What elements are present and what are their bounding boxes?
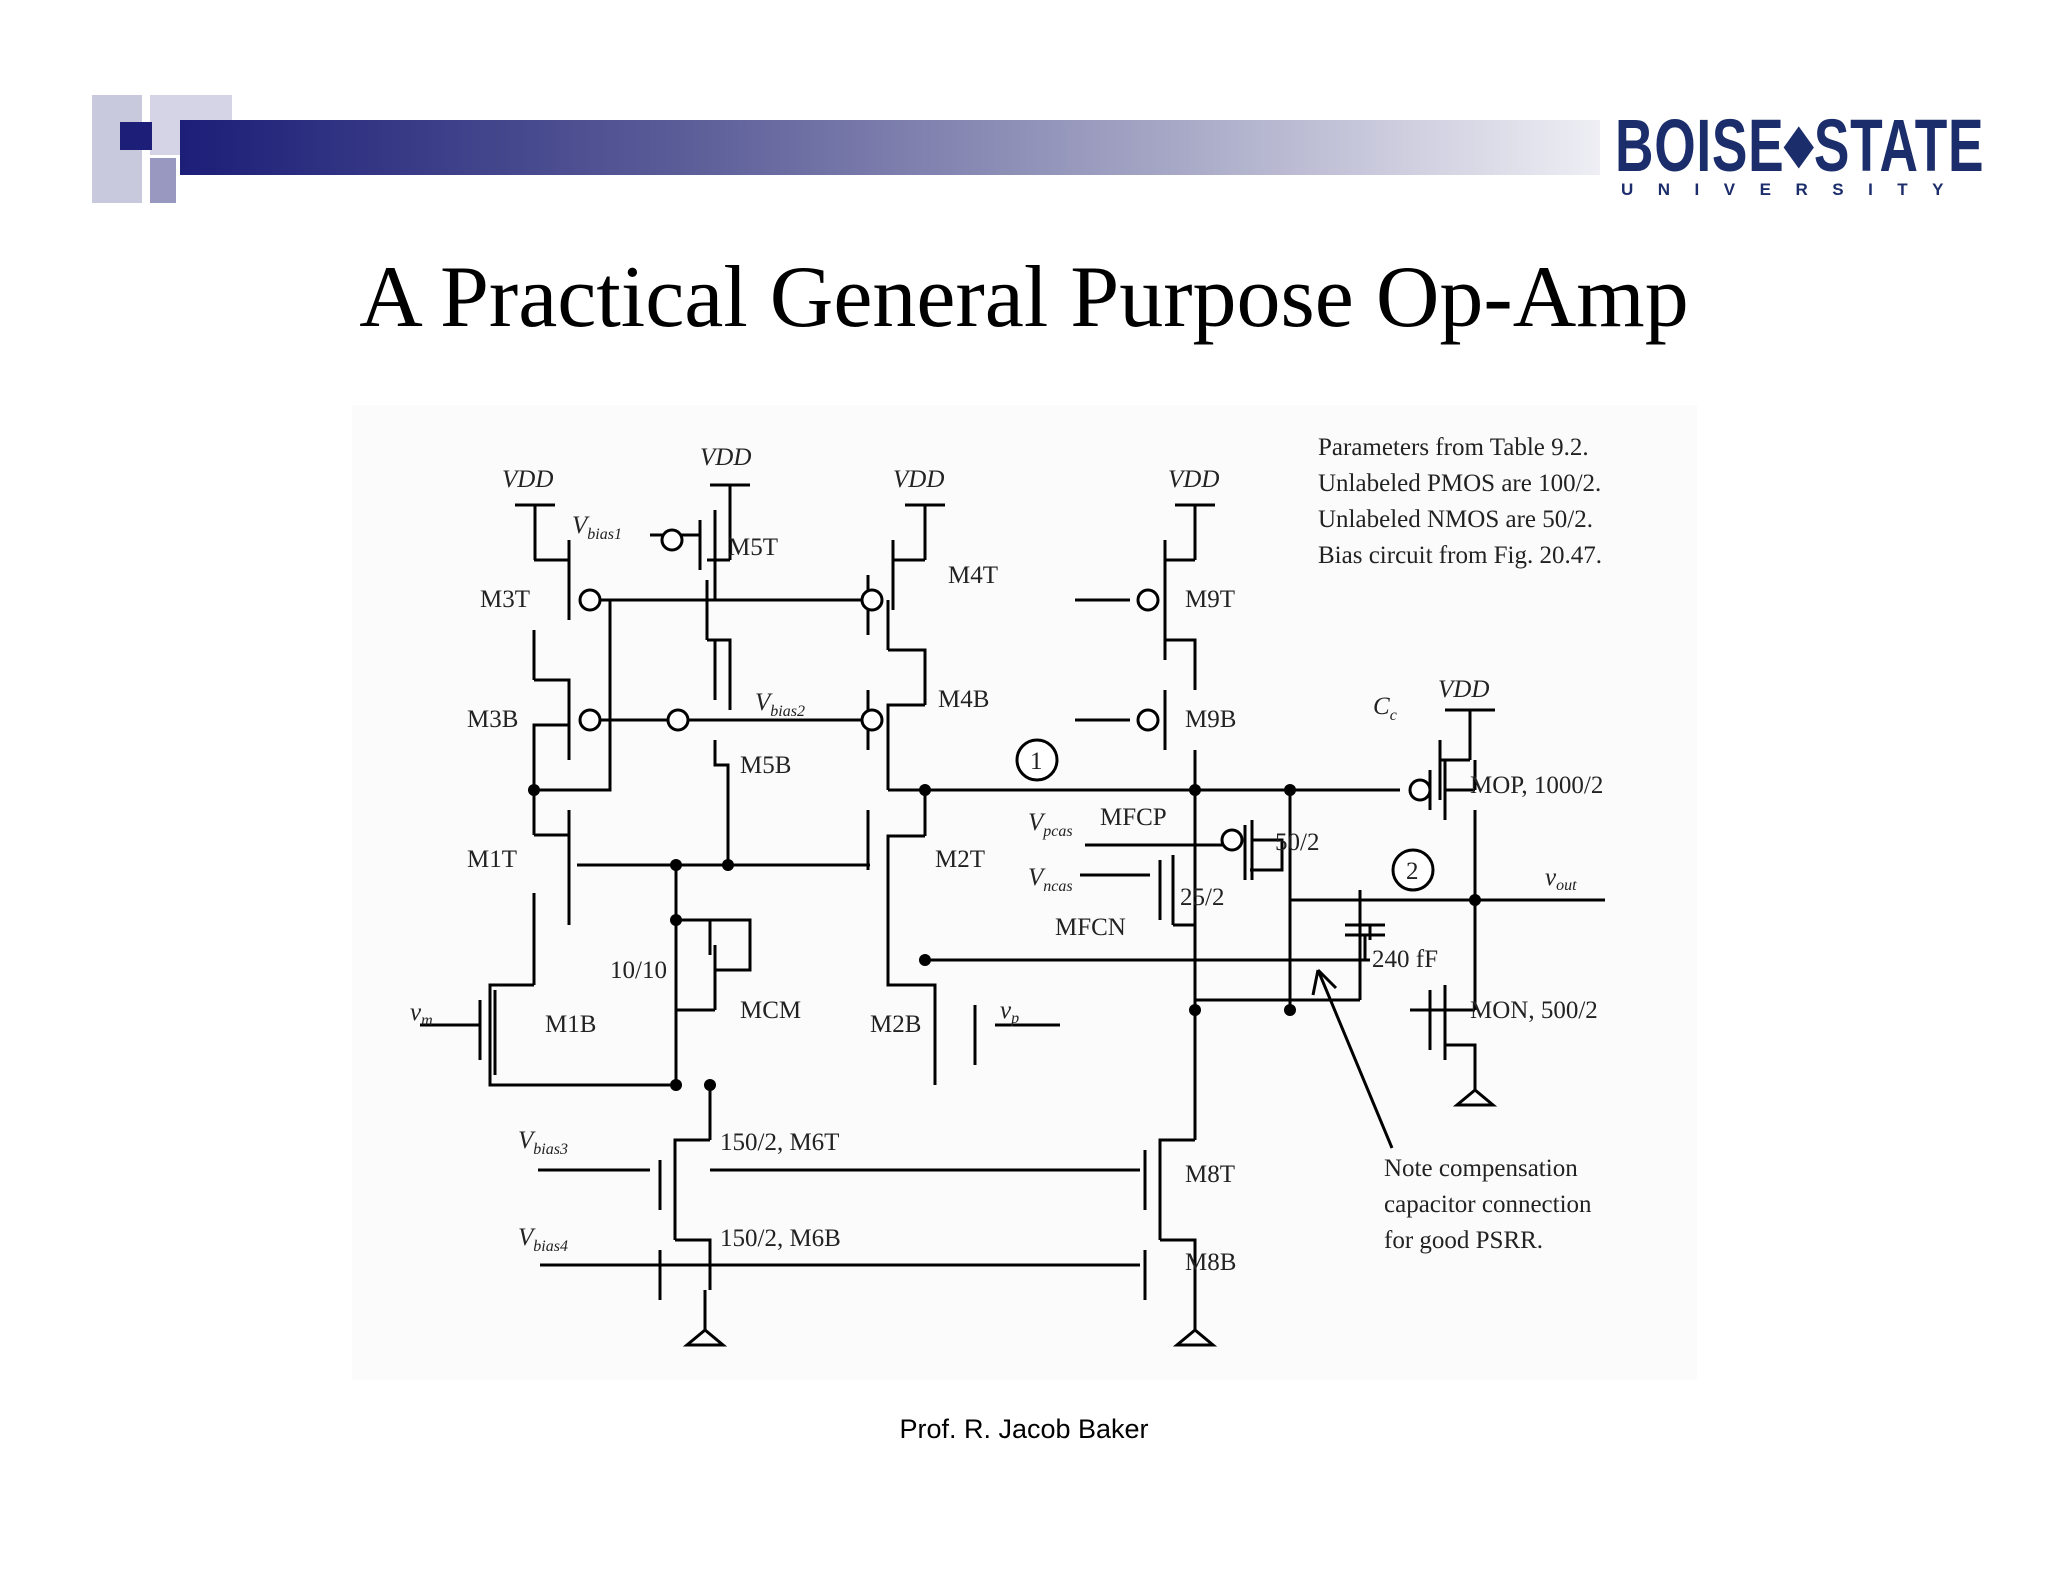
m3b-label: M3B — [467, 706, 518, 733]
vm-input-label: vm — [410, 999, 433, 1029]
cc-label: Cc — [1373, 693, 1397, 724]
logo-diamond-icon: ◆ — [1784, 115, 1814, 173]
vdd-label-1: VDD — [502, 466, 553, 493]
m2b-label: M2B — [870, 1011, 921, 1038]
logo-name: BOISE — [1615, 104, 1785, 187]
node-2-circle — [1391, 848, 1435, 892]
op-amp-schematic: VDD VDD VDD VDD VDD M5T M3T M3B M1T M1B … — [352, 405, 1697, 1380]
vbias1-label: Vbias1 — [572, 512, 622, 543]
m9b-label: M9B — [1185, 706, 1236, 733]
note-line-4: Bias circuit from Fig. 20.47. — [1318, 542, 1602, 569]
annotation-line-1: Note compensation — [1384, 1155, 1578, 1182]
m6b-label: 150/2, M6B — [720, 1225, 841, 1252]
vdd-label-5: VDD — [1438, 676, 1489, 703]
mfcn-label: MFCN — [1055, 914, 1126, 941]
logo-name-2: STATE — [1813, 104, 1985, 187]
bubble-m3b — [578, 708, 602, 732]
m8t-label: M8T — [1185, 1161, 1235, 1188]
m8b-label: M8B — [1185, 1249, 1236, 1276]
vdd-label-3: VDD — [893, 466, 944, 493]
header-square-3 — [150, 158, 176, 203]
bubble-m4t — [860, 588, 884, 612]
vp-input-label: vp — [1000, 997, 1019, 1027]
university-logo: BOISE◆STATE UNIVERSITY — [1615, 104, 1984, 200]
m2t-label: M2T — [935, 846, 985, 873]
annotation-line-3: for good PSRR. — [1384, 1227, 1543, 1254]
m5t-label: M5T — [728, 534, 778, 561]
bubble-m4b — [860, 708, 884, 732]
node-1-circle — [1015, 738, 1059, 782]
m9t-label: M9T — [1185, 586, 1235, 613]
vbias4-label: Vbias4 — [518, 1224, 568, 1255]
bubble-m3t — [578, 588, 602, 612]
schematic-wires — [420, 483, 1605, 1347]
mfcp-size-label: 50/2 — [1275, 829, 1319, 856]
mop-label: MOP, 1000/2 — [1470, 772, 1603, 799]
annotation-line-2: capacitor connection — [1384, 1191, 1592, 1218]
vncas-label: Vncas — [1028, 864, 1073, 895]
cap-value-label: 240 fF — [1372, 946, 1438, 973]
bubble-m5t — [660, 528, 684, 552]
bubble-mop — [1408, 778, 1432, 802]
schematic-labels: VDD VDD VDD VDD VDD M5T M3T M3B M1T M1B … — [410, 434, 1603, 1276]
mfcp-label: MFCP — [1100, 804, 1167, 831]
vout-label: vout — [1545, 864, 1577, 894]
node-2-label: 2 — [1406, 858, 1419, 885]
vpcas-label: Vpcas — [1028, 809, 1073, 840]
header-gradient-bar — [180, 120, 1600, 175]
logo-subtitle: UNIVERSITY — [1621, 180, 1969, 199]
mcm-size-label: 10/10 — [610, 957, 667, 984]
m1t-label: M1T — [467, 846, 517, 873]
slide-title: A Practical General Purpose Op-Amp — [359, 249, 1689, 346]
m4t-label: M4T — [948, 562, 998, 589]
mfcn-size-label: 25/2 — [1180, 884, 1224, 911]
mon-label: MON, 500/2 — [1470, 997, 1598, 1024]
slide-footer: Prof. R. Jacob Baker — [899, 1414, 1149, 1444]
vdd-label-4: VDD — [1168, 466, 1219, 493]
note-line-3: Unlabeled NMOS are 50/2. — [1318, 506, 1593, 533]
mcm-label: MCM — [740, 997, 801, 1024]
vbias2-label: Vbias2 — [755, 689, 805, 720]
vdd-label-2: VDD — [700, 444, 751, 471]
schematic-svg: VDD VDD VDD VDD VDD M5T M3T M3B M1T M1B … — [410, 434, 1605, 1347]
bubble-m9b — [1136, 708, 1160, 732]
bubble-mfcp — [1220, 828, 1244, 852]
m6t-label: 150/2, M6T — [720, 1129, 839, 1156]
m1b-label: M1B — [545, 1011, 596, 1038]
note-line-1: Parameters from Table 9.2. — [1318, 434, 1589, 461]
schematic-junctions — [528, 784, 1481, 1091]
m4b-label: M4B — [938, 686, 989, 713]
bubble-m9t — [1136, 588, 1160, 612]
node-1-label: 1 — [1030, 748, 1043, 775]
note-line-2: Unlabeled PMOS are 100/2. — [1318, 470, 1601, 497]
vbias3-label: Vbias3 — [518, 1127, 568, 1158]
m3t-label: M3T — [480, 586, 530, 613]
bubble-m5b — [666, 708, 690, 732]
header-square-4 — [120, 122, 152, 150]
m5b-label: M5B — [740, 752, 791, 779]
schematic-bubbles — [578, 528, 1435, 892]
